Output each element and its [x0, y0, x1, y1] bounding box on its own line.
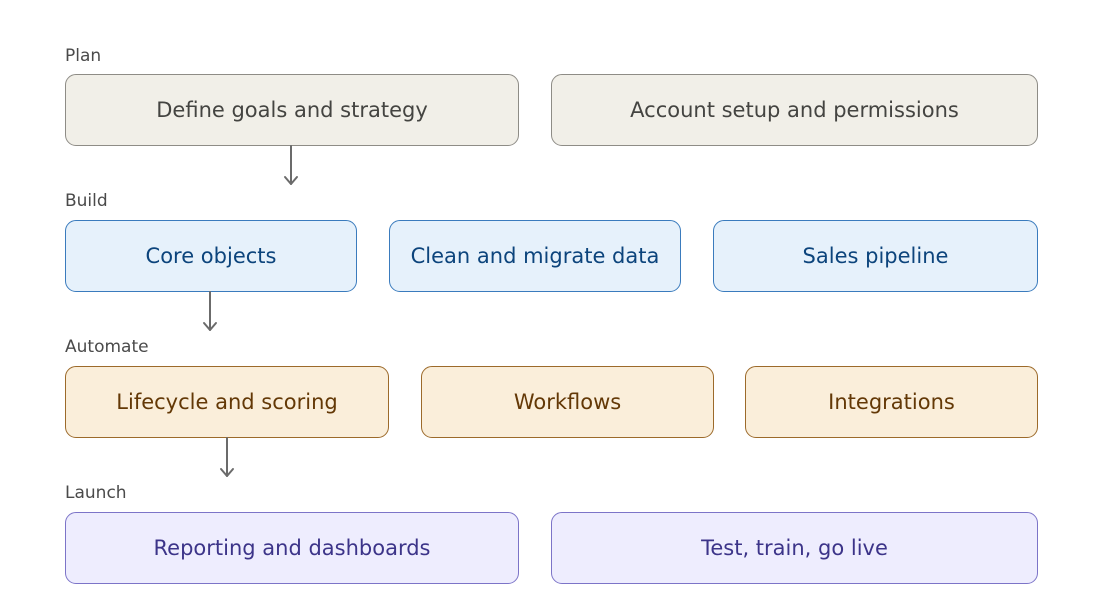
step-integrations: Integrations	[745, 366, 1038, 438]
step-test-train-go-live: Test, train, go live	[551, 512, 1038, 584]
arrow-automate-to-launch	[220, 437, 234, 477]
stage-label-launch: Launch	[65, 483, 127, 503]
step-lifecycle-scoring: Lifecycle and scoring	[65, 366, 389, 438]
step-reporting-dashboards: Reporting and dashboards	[65, 512, 519, 584]
arrow-build-to-automate	[203, 291, 217, 331]
step-define-goals: Define goals and strategy	[65, 74, 519, 146]
step-clean-migrate-data: Clean and migrate data	[389, 220, 681, 292]
step-workflows: Workflows	[421, 366, 714, 438]
step-sales-pipeline: Sales pipeline	[713, 220, 1038, 292]
stage-label-plan: Plan	[65, 46, 102, 66]
arrow-plan-to-build	[284, 145, 298, 185]
step-core-objects: Core objects	[65, 220, 357, 292]
step-account-setup: Account setup and permissions	[551, 74, 1038, 146]
stage-label-build: Build	[65, 191, 108, 211]
stage-label-automate: Automate	[65, 337, 149, 357]
